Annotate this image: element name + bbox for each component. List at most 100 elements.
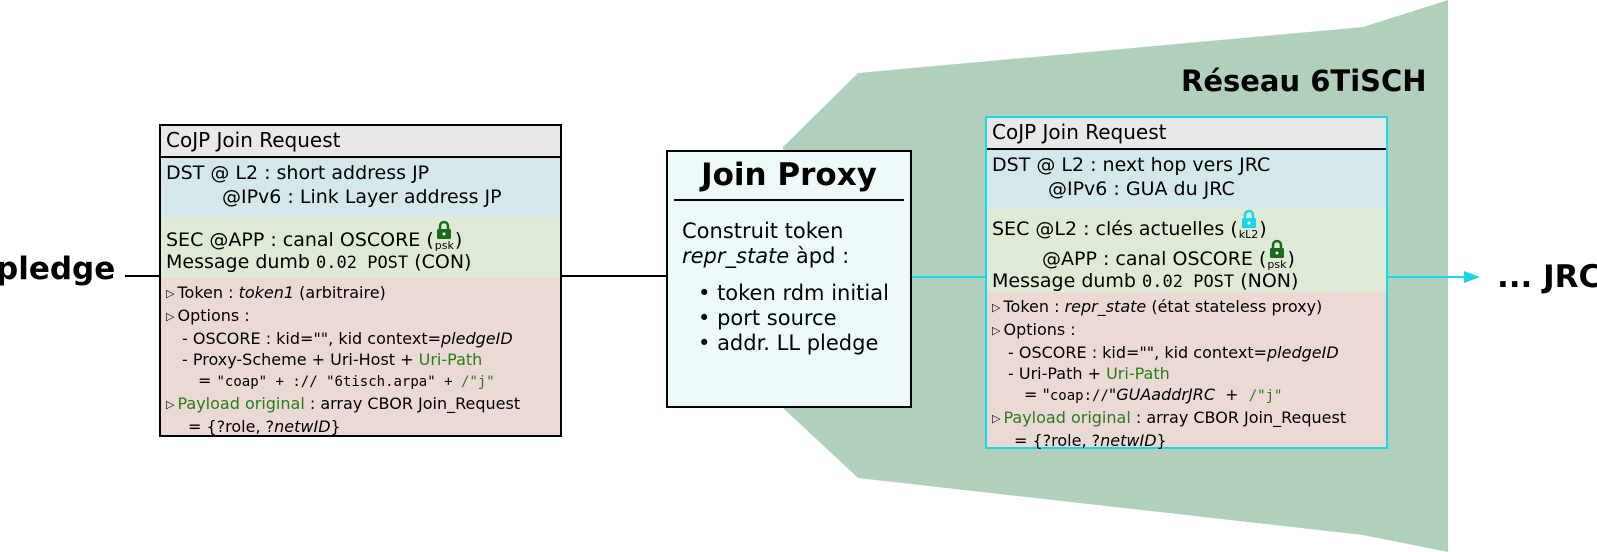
left-payload-eq-italic: netwID xyxy=(274,417,331,436)
left-msg-type: Message dumb 0.02 POST (CON) xyxy=(166,251,555,273)
left-msg-header: CoJP Join Request xyxy=(161,126,560,158)
bullet-triangle-icon: ▷ xyxy=(166,398,175,411)
right-msg-prefix: Message dumb xyxy=(992,270,1143,292)
right-payload-line: ▷Payload original : array CBOR Join_Requ… xyxy=(992,407,1381,430)
left-payload-line: ▷Payload original : array CBOR Join_Requ… xyxy=(166,393,555,416)
left-proxy-prefix: - Proxy-Scheme + Uri-Host + xyxy=(182,350,419,369)
bullet-triangle-icon: ▷ xyxy=(166,310,175,323)
right-msg-suffix: (NON) xyxy=(1234,270,1299,292)
left-msg-prefix: Message dumb xyxy=(166,251,317,273)
right-sec-app-suffix: ) xyxy=(1287,248,1295,270)
right-msg-options: ▷Token : repr_state (état stateless prox… xyxy=(987,292,1386,450)
right-options-label: Options : xyxy=(1003,320,1076,339)
left-token-value: token1 xyxy=(238,283,295,302)
right-payload-eq: = {?role, ?netwID} xyxy=(992,430,1381,451)
right-sec-l2-prefix: SEC @L2 : clés actuelles ( xyxy=(992,218,1238,240)
proxy-bullet-text: addr. LL pledge xyxy=(717,331,879,355)
right-dst-l2: DST @ L2 : next hop vers JRC xyxy=(992,154,1271,176)
right-eq-code: coap:// xyxy=(1049,388,1109,404)
left-proxy-green: Uri-Path xyxy=(418,350,483,369)
left-join-request-box: CoJP Join Request DST @ L2 : short addre… xyxy=(159,124,562,437)
right-uri-prefix: - Uri-Path + xyxy=(1008,364,1107,383)
proxy-line2: repr_state àpd : xyxy=(682,244,910,269)
right-sec-app-prefix: @APP : canal OSCORE ( xyxy=(1042,248,1267,270)
right-msg-header: CoJP Join Request xyxy=(987,118,1386,150)
right-token-note: (état stateless proxy) xyxy=(1146,297,1323,316)
right-token-label: Token : xyxy=(1003,297,1065,316)
bullet-triangle-icon: ▷ xyxy=(992,324,1001,337)
right-uri-line: - Uri-Path + Uri-Path xyxy=(992,363,1381,384)
left-eq-code: "coap" + :// "6tisch.arpa" + xyxy=(216,374,461,390)
left-proxy-line: - Proxy-Scheme + Uri-Host + Uri-Path xyxy=(166,349,555,370)
right-payload-eq-italic: netwID xyxy=(1100,431,1157,450)
left-options-label: Options : xyxy=(177,306,250,325)
left-dst-ipv6: @IPv6 : Link Layer address JP xyxy=(222,186,502,208)
join-proxy-body: Construit token repr_state àpd : • token… xyxy=(668,201,910,356)
proxy-line1: Construit token xyxy=(682,219,844,243)
left-msg-dst: DST @ L2 : short address JP @IPv6 : Link… xyxy=(161,158,560,217)
right-payload-eq-suffix: } xyxy=(1156,431,1167,450)
jrc-label: ... JRC xyxy=(1497,259,1597,295)
lock-icon: psk xyxy=(1267,239,1286,270)
right-msg-type: Message dumb 0.02 POST (NON) xyxy=(992,270,1381,292)
right-dst-ipv6: @IPv6 : GUA du JRC xyxy=(1048,178,1235,200)
right-eq-plus: + xyxy=(1215,385,1249,404)
arrow-head-icon xyxy=(1464,271,1480,283)
left-payload-green: Payload original xyxy=(177,394,305,413)
bullet-triangle-icon: ▷ xyxy=(992,412,1001,425)
right-eq-green: /"j" xyxy=(1248,388,1283,404)
left-payload-eq-prefix: = {?role, ? xyxy=(188,417,275,436)
bullet-triangle-icon: ▷ xyxy=(166,287,175,300)
left-msg-sec: SEC @APP : canal OSCORE ( psk ) Message … xyxy=(161,217,560,278)
left-dst-l2: DST @ L2 : short address JP xyxy=(166,162,430,184)
proxy-bullet: • token rdm initial xyxy=(698,281,889,305)
lock-icon: kL2 xyxy=(1238,209,1259,241)
right-payload-green: Payload original xyxy=(1003,408,1131,427)
left-eq-line: = "coap" + :// "6tisch.arpa" + /"j" xyxy=(166,370,555,393)
left-payload-eq: = {?role, ?netwID} xyxy=(166,416,555,437)
left-eq-green: /"j" xyxy=(460,374,495,390)
bullet-triangle-icon: ▷ xyxy=(992,301,1001,314)
right-sec-app: @APP : canal OSCORE ( psk ) xyxy=(992,239,1381,270)
right-sec-l2-lock-sub: kL2 xyxy=(1238,228,1259,241)
right-oscore-ctx: pledgeID xyxy=(1267,343,1339,362)
network-title: Réseau 6TiSCH xyxy=(1181,64,1427,98)
left-token-note: (arbitraire) xyxy=(294,283,386,302)
left-sec-app: SEC @APP : canal OSCORE ( psk ) xyxy=(166,219,555,251)
right-payload-rest: : array CBOR Join_Request xyxy=(1130,408,1347,427)
proxy-bullet-text: token rdm initial xyxy=(717,281,889,305)
right-oscore-prefix: - OSCORE : kid="", kid context= xyxy=(1008,343,1267,362)
lock-icon: psk xyxy=(435,220,454,251)
join-proxy-divider xyxy=(674,199,904,201)
pledge-label: pledge xyxy=(0,251,116,287)
left-oscore-prefix: - OSCORE : kid="", kid context= xyxy=(182,329,441,348)
right-eq-mid: " xyxy=(1108,385,1117,404)
right-payload-eq-prefix: = {?role, ? xyxy=(1014,431,1101,450)
left-token-line: ▷Token : token1 (arbitraire) xyxy=(166,282,555,305)
right-sec-l2: SEC @L2 : clés actuelles ( kL2 ) xyxy=(992,209,1381,241)
left-msg-code: 0.02 POST xyxy=(316,253,409,273)
right-sec-app-lock-sub: psk xyxy=(1267,258,1287,271)
left-payload-rest: : array CBOR Join_Request xyxy=(304,394,521,413)
right-options-line: ▷Options : xyxy=(992,319,1381,342)
right-token-line: ▷Token : repr_state (état stateless prox… xyxy=(992,296,1381,319)
proxy-bullet: • addr. LL pledge xyxy=(698,331,879,355)
left-eq-prefix: = xyxy=(198,371,217,390)
left-token-label: Token : xyxy=(177,283,239,302)
right-msg-code: 0.02 POST xyxy=(1142,272,1235,292)
left-payload-eq-suffix: } xyxy=(330,417,341,436)
proxy-bullet: • port source xyxy=(698,306,837,330)
left-msg-options: ▷Token : token1 (arbitraire) ▷Options : … xyxy=(161,278,560,437)
proxy-line2-italic: repr_state xyxy=(682,244,790,268)
left-sec-suffix: ) xyxy=(454,229,463,251)
right-eq-prefix: = " xyxy=(1024,385,1050,404)
right-msg-dst: DST @ L2 : next hop vers JRC @IPv6 : GUA… xyxy=(987,150,1386,208)
right-token-value: repr_state xyxy=(1064,297,1147,316)
left-sec-lock-sub: psk xyxy=(434,239,454,252)
left-oscore-ctx: pledgeID xyxy=(441,329,513,348)
proxy-bullet-text: port source xyxy=(717,306,837,330)
proxy-line2-rest: àpd : xyxy=(789,244,850,268)
right-eq-italic: GUAaddrJRC xyxy=(1116,385,1215,404)
left-sec-prefix: SEC @APP : canal OSCORE ( xyxy=(166,229,434,251)
right-eq-line: = "coap://"GUAaddrJRC + /"j" xyxy=(992,384,1381,407)
